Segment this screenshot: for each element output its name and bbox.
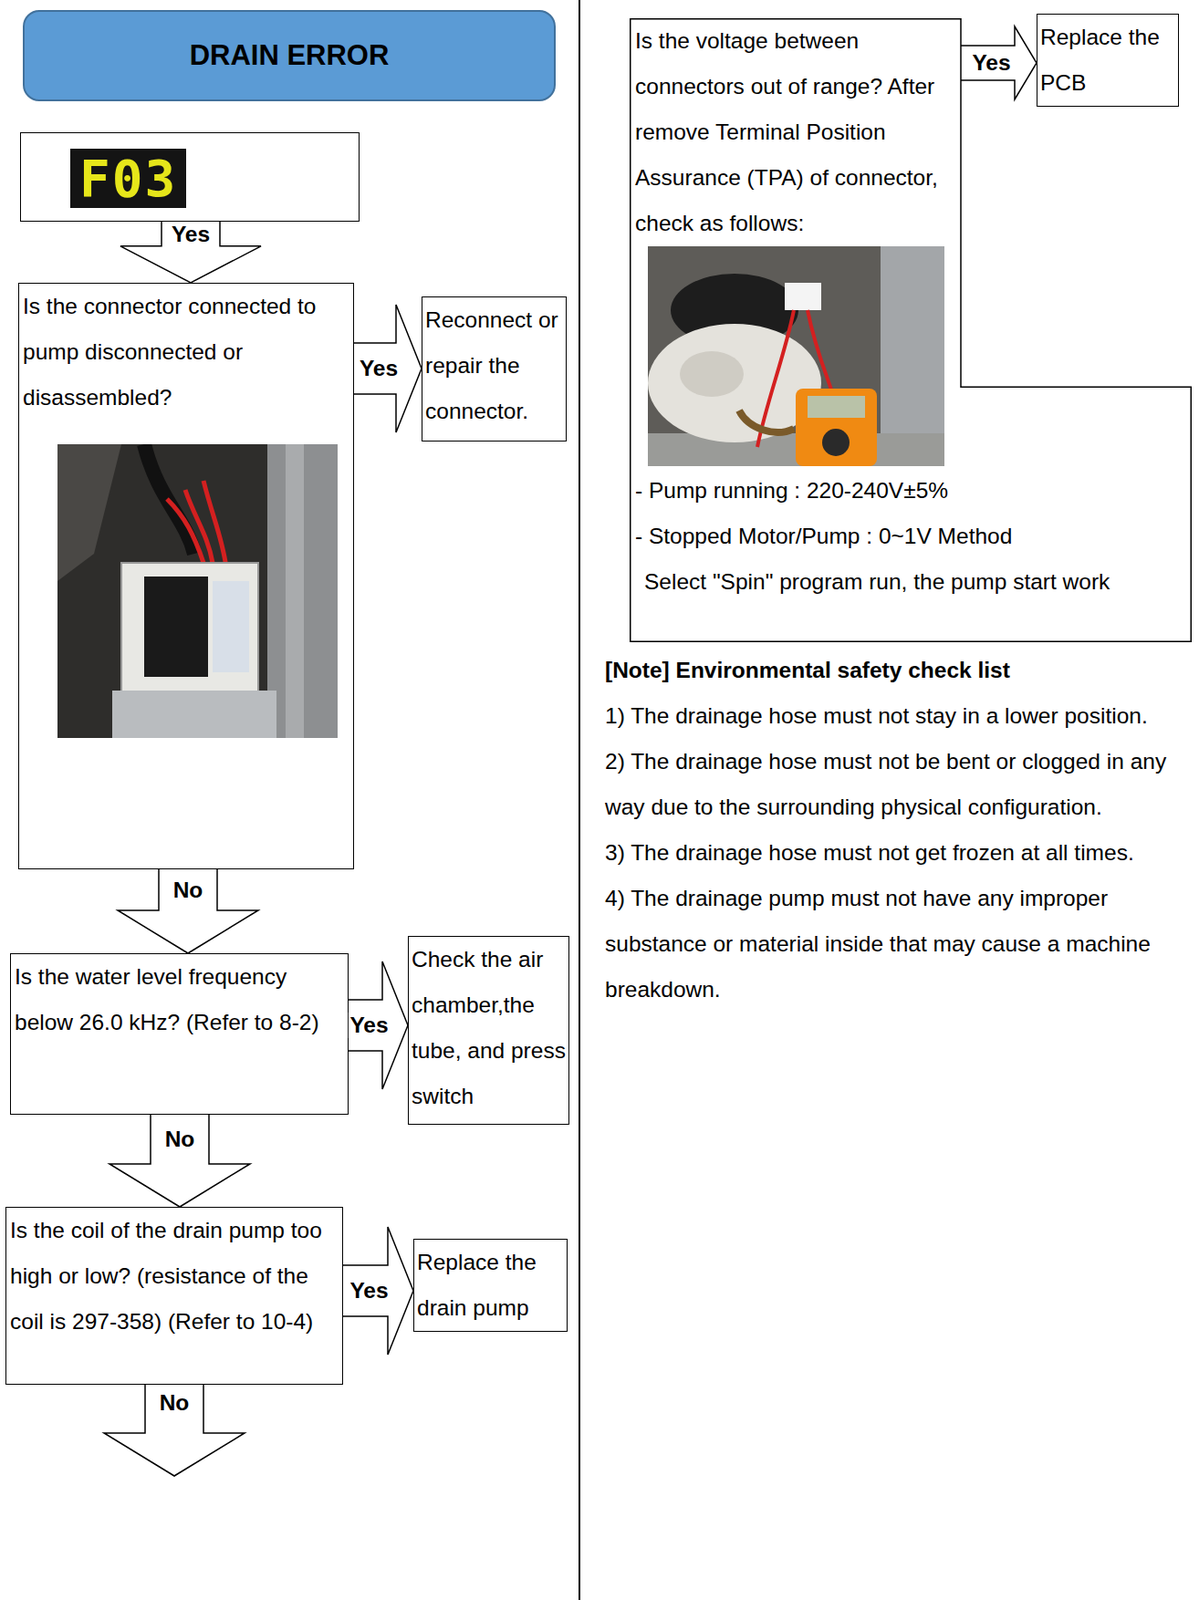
pump-connector-photo-part: [212, 581, 250, 673]
edge-label: Yes: [347, 1278, 390, 1304]
process-box: Is the connector connected to pump disco…: [18, 282, 355, 870]
voltage-check-photo-part: [647, 323, 822, 443]
process-box: Replace the drain pump: [413, 1239, 568, 1333]
block-arrow: [120, 221, 261, 283]
voltage-check-photo-part: [647, 246, 945, 467]
pump-connector-photo: [57, 444, 338, 739]
voltage-check-photo-part: [822, 428, 850, 457]
voltage-check-photo-part: [807, 396, 866, 418]
title-banner: DRAIN ERROR: [22, 10, 556, 102]
edge-label: Yes: [969, 50, 1012, 76]
process-box: Check the air chamber,the tube, and pres…: [407, 936, 570, 1126]
process-box: Is the coil of the drain pump too high o…: [5, 1207, 344, 1386]
pump-connector-photo-part: [57, 444, 338, 739]
process-box: Reconnect or repair the connector.: [421, 296, 567, 442]
pump-connector-photo-part: [267, 444, 338, 739]
note-heading: [Note] Environmental safety check list: [604, 647, 1189, 694]
block-arrow: [117, 869, 259, 954]
box-text: Is the water level frequency below 26.0 …: [14, 954, 345, 1046]
voltage-check-photo-part: [795, 388, 877, 467]
edge-label: Yes: [357, 355, 400, 382]
pump-connector-photo-part: [166, 499, 204, 564]
box-text: Replace the PCB: [1040, 14, 1176, 106]
continue-arrow: [104, 1385, 245, 1477]
pump-connector-photo-part: [112, 690, 277, 739]
edge-label: No: [163, 1126, 198, 1153]
pump-connector-photo-part: [203, 480, 227, 568]
column-divider: [578, 0, 581, 1600]
pump-connector-photo-part: [57, 444, 122, 582]
arrow-label: No: [157, 1390, 192, 1417]
note-item: 2) The drainage hose must not be bent or…: [604, 739, 1189, 831]
voltage-check-photo-part: [679, 351, 744, 397]
voltage-check-photo-part: [784, 282, 822, 311]
check-box: Is the voltage between connectors out of…: [629, 18, 1192, 643]
block-arrow: [109, 1115, 251, 1208]
block-arrow: [960, 26, 1037, 100]
edge-label: Yes: [169, 221, 212, 248]
voltage-check-photo: [647, 246, 945, 467]
note-item: 1) The drainage hose must not stay in a …: [604, 693, 1189, 740]
note-list: [Note] Environmental safety check list1)…: [604, 647, 1189, 1013]
box-text: Select "Spin" program run, the pump star…: [629, 559, 1192, 605]
voltage-check-photo-part: [880, 246, 945, 467]
box-text: Is the coil of the drain pump too high o…: [10, 1208, 339, 1345]
block-arrow: [348, 961, 408, 1090]
box-text: - Stopped Motor/Pump : 0~1V Method: [629, 513, 1192, 560]
pump-connector-photo-part: [121, 563, 259, 700]
process-box: Replace the PCB: [1036, 13, 1179, 107]
error-display: F03: [70, 148, 359, 212]
edge-label: Yes: [347, 1012, 390, 1039]
box-outline-path: [630, 19, 1192, 643]
box-text: Reconnect or repair the connector.: [425, 297, 564, 435]
box-text: Is the connector connected to pump disco…: [22, 283, 350, 421]
note-item: 4) The drainage pump must not have any i…: [604, 875, 1189, 1013]
block-arrow: [343, 1227, 414, 1356]
block-arrow: [354, 304, 422, 433]
note-item: 3) The drainage hose must not get frozen…: [604, 830, 1189, 876]
process-box: Is the water level frequency below 26.0 …: [10, 953, 349, 1116]
pump-connector-photo-part: [144, 576, 209, 678]
title-text: DRAIN ERROR: [189, 39, 390, 73]
error-code-box: F03: [20, 132, 360, 222]
box-text: - Pump running : 220-240V±5%: [629, 468, 1192, 514]
voltage-check-photo-part: [807, 310, 835, 402]
pump-connector-photo-part: [285, 444, 304, 739]
box-text: Replace the drain pump: [417, 1240, 564, 1332]
display-digits: F03: [70, 148, 187, 209]
box-text: Is the voltage between connectors out of…: [629, 18, 957, 247]
edge-label: No: [171, 877, 206, 904]
box-text: Check the air chamber,the tube, and pres…: [411, 937, 566, 1120]
voltage-check-photo-part: [739, 410, 794, 433]
